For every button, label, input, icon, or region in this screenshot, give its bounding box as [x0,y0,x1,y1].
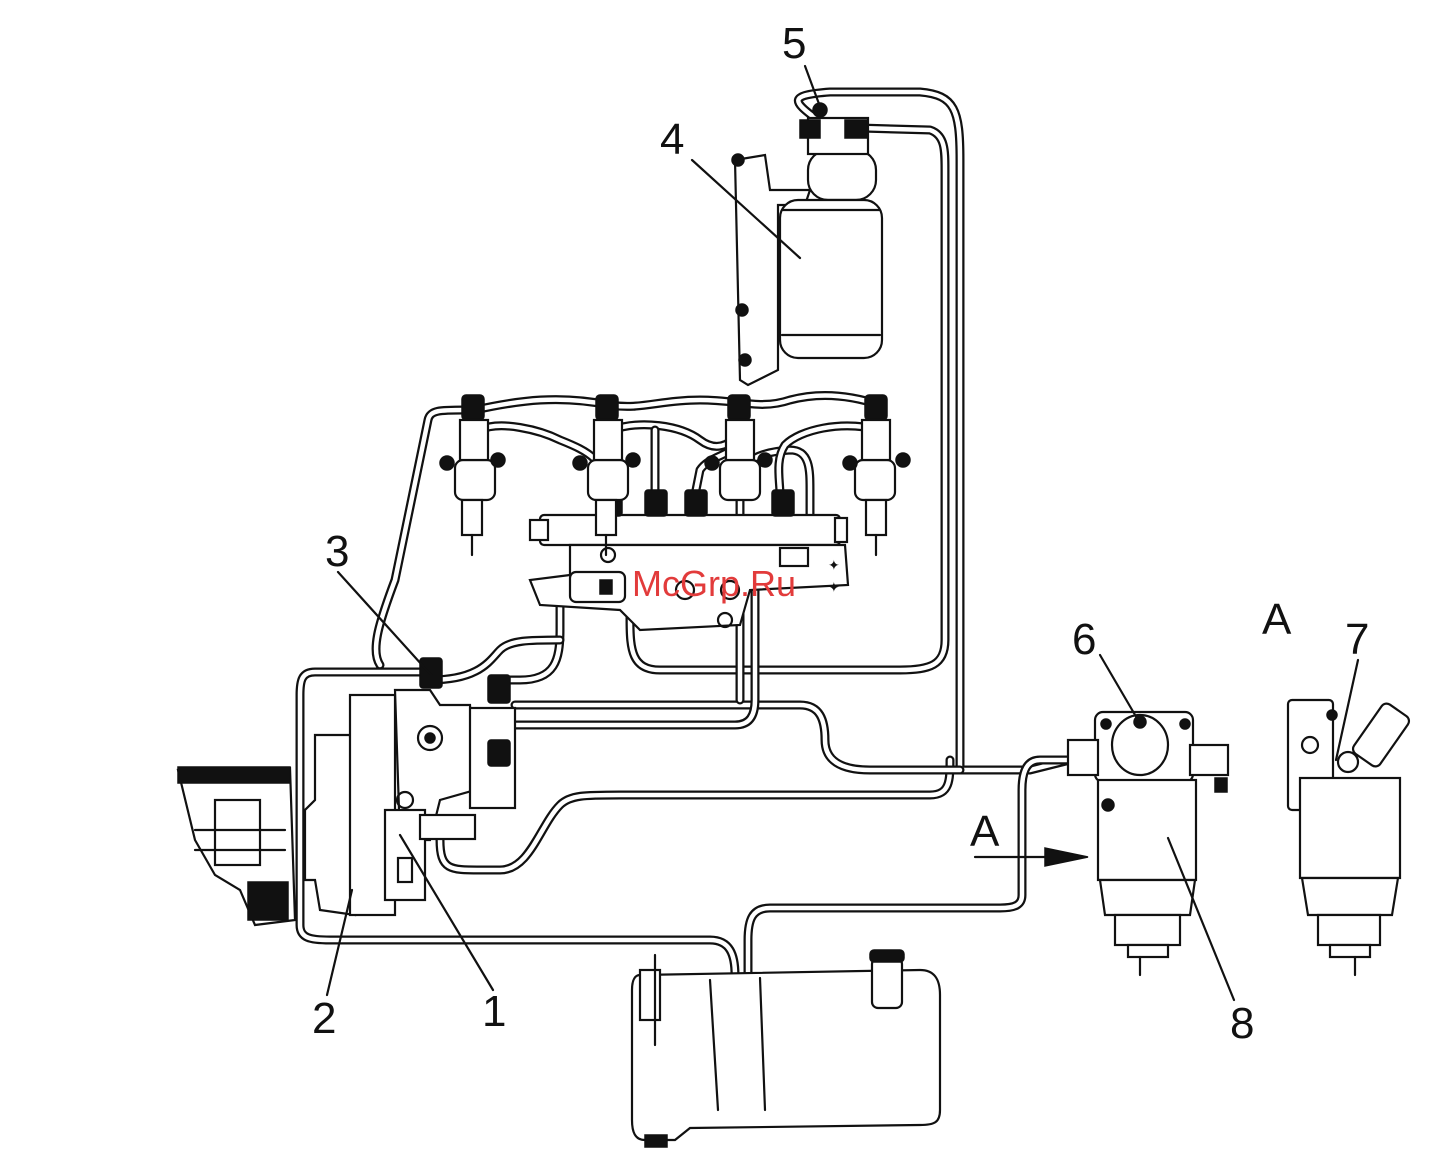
callout-3: 3 [325,530,349,574]
high-pressure-pump [178,658,515,925]
view-a-separator [1288,700,1411,975]
callout-7: 7 [1345,618,1369,662]
callout-1: 1 [482,990,506,1034]
callout-8: 8 [1230,1002,1254,1046]
injector-1 [440,395,505,555]
injector-4 [843,395,910,555]
callout-5: 5 [782,22,806,66]
svg-text:✦: ✦ [828,580,840,596]
callout-6: 6 [1072,618,1096,662]
callout-2: 2 [312,997,336,1041]
fine-fuel-filter [732,103,882,385]
watermark: McGrp.Ru [632,566,796,602]
view-a-arrow-label: A [970,810,999,854]
view-a-label: A [1262,598,1291,642]
fuel-tank [632,950,940,1147]
svg-text:✦: ✦ [828,558,840,574]
callout-4: 4 [660,118,684,162]
common-rail: ✦ ✦ [530,490,848,630]
coarse-filter-water-separator [1068,712,1228,975]
